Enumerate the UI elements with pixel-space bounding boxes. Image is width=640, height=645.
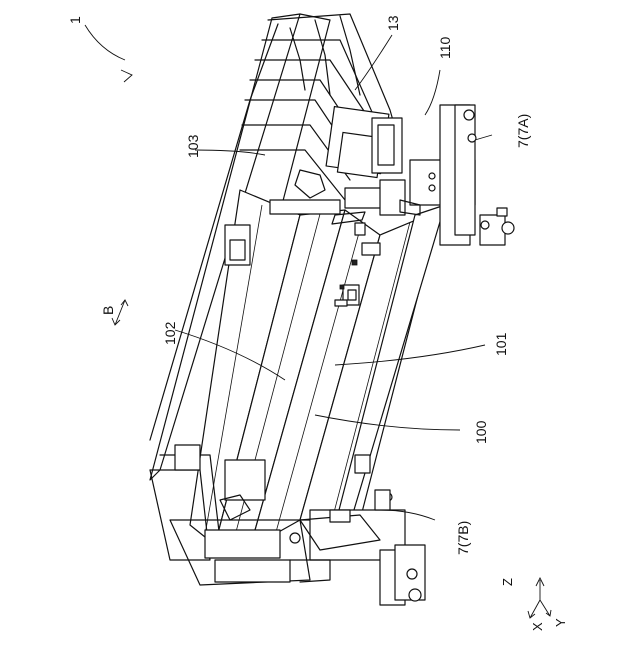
label-102: 102: [162, 321, 178, 345]
label-7b: 7(7B): [455, 521, 471, 555]
axis-indicator: [528, 578, 551, 618]
label-13: 13: [385, 15, 401, 31]
label-101: 101: [493, 332, 509, 356]
axis-x-label: X: [530, 622, 545, 631]
label-7a: 7(7A): [515, 114, 531, 148]
label-device: 1: [67, 16, 83, 24]
label-arrow: [121, 70, 132, 82]
label-103: 103: [185, 134, 201, 158]
axis-z-label: Z: [500, 578, 515, 586]
label-b: B: [100, 306, 116, 315]
label-110: 110: [437, 36, 453, 59]
axis-y-label: Y: [553, 618, 568, 627]
label-100: 100: [473, 420, 489, 444]
